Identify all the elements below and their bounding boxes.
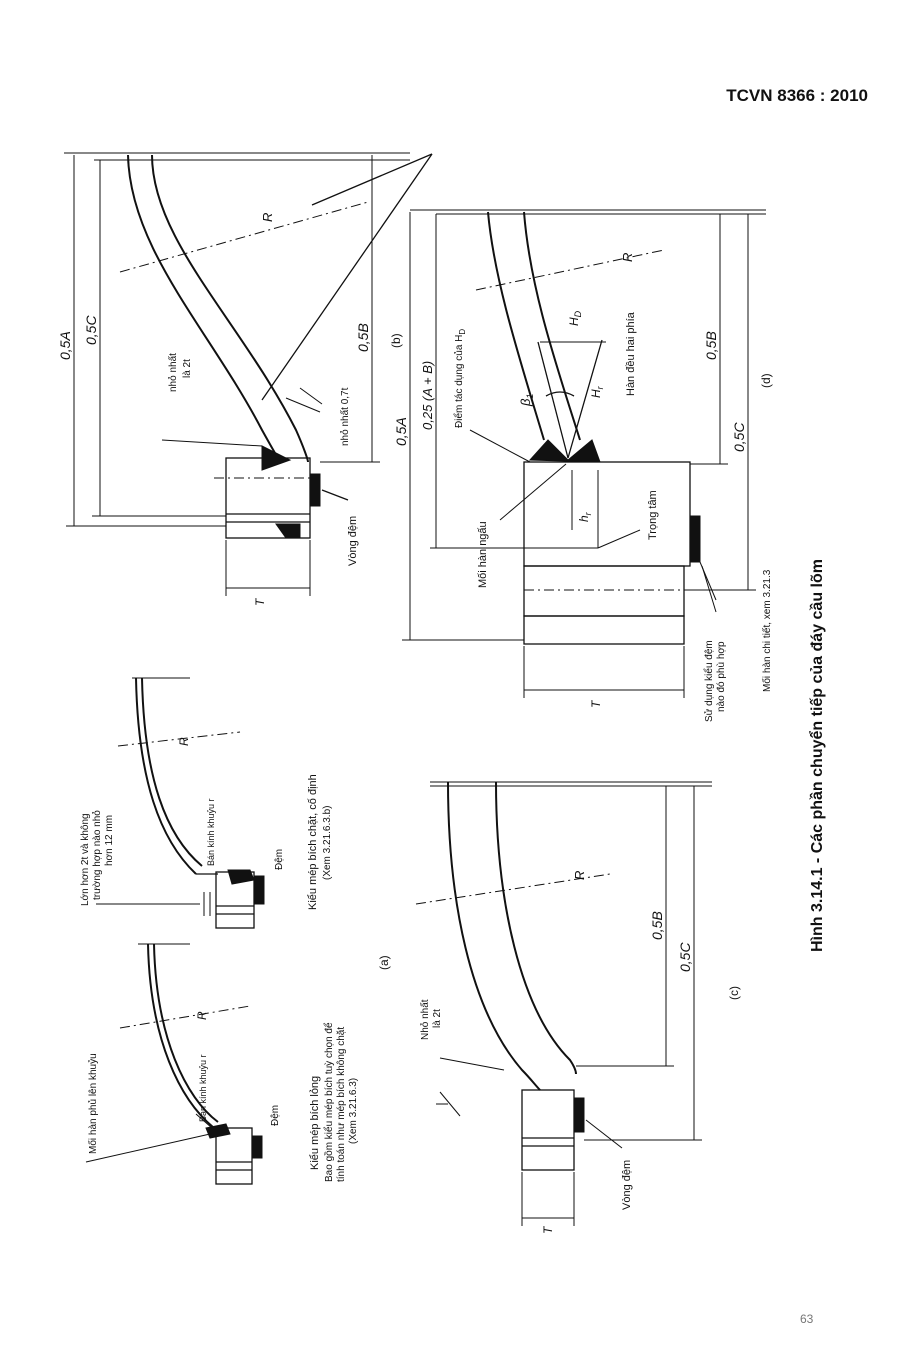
label-05A-d: 0,5A [393,417,409,446]
label-min-c-1: Nhỏ nhất [419,999,431,1040]
label-min-2t-1: nhỏ nhất [167,353,179,392]
panel-d: 0,5A 0,25 (A + B) Điểm tác dụng của HD H… [393,209,773,722]
label-min-c-2: là 2t [432,1009,443,1028]
label-knuckle-a1: Bán kính khuỷu r [198,1054,208,1122]
caption-a1-2: Bao gồm kiểu mép bích tuỳ chọn để [323,1022,335,1182]
figure-caption: Hình 3.14.1 - Các phần chuyển tiếp của đ… [808,559,826,952]
label-R-c: R [572,871,587,880]
label-HD: HD [567,310,583,326]
label-note-a2-2: trường hợp nào nhỏ [91,810,103,900]
caption-a2-2: (Xem 3.21.6.3.b) [322,806,333,880]
label-05C-c: 0,5C [677,942,693,972]
label-T-b: T [253,597,267,606]
label-ring-b: Vòng đệm [347,516,359,566]
label-note-a2-3: hơn 12 mm [104,815,115,866]
label-05B: 0,5B [355,323,371,352]
panel-tag-c: (c) [727,986,741,1000]
label-05A: 0,5A [57,331,73,360]
label-detail-weld: Mối hàn chi tiết, xem 3.21.3 [761,569,773,692]
label-pad-a2: Đệm [274,849,285,870]
label-05C: 0,5C [83,315,99,345]
panel-a: Mối hàn phủ lên khuỷu R Bán kính khuỷu r… [80,677,391,1185]
label-min-2t-2: là 2t [182,359,193,378]
label-T-d: T [589,699,603,708]
label-knuckle-a2: Bán kính khuỷu r [206,798,216,866]
panel-tag-b: (b) [389,333,403,348]
caption-a2-1: Kiểu mép bích chặt, cố định [307,774,319,910]
label-min-07t: nhỏ nhất 0,7t [339,387,351,446]
label-R-a1: R [195,1011,209,1020]
caption-a1-3: tính toán như mép bích không chặt [336,1027,347,1182]
label-hr: hr [577,511,593,522]
label-R-d: R [620,253,635,262]
panel-tag-a: (a) [377,955,391,970]
label-05B-c: 0,5B [649,911,665,940]
label-pad-note-1: Sử dụng kiểu đệm [703,640,715,722]
label-T-c: T [541,1225,555,1234]
panel-b: 0,5A 0,5C 0,5B R nhỏ nhất là 2t nhỏ nhất… [57,152,433,606]
label-centroid: Trọng tâm [647,490,659,540]
label-ring-c: Vòng đệm [621,1160,633,1210]
label-05C-d: 0,5C [731,422,747,452]
caption-a1-4: (Xem 3.21.6.3) [348,1078,359,1144]
label-point-HD: Điểm tác dụng của HD [453,329,467,428]
label-pad-note-2: nào đó phù hợp [716,641,727,712]
label-pad-a1: Đệm [270,1105,281,1126]
label-R-a2: R [177,737,191,746]
label-R: R [260,213,275,222]
label-even-weld: Hàn đều hai phía [625,311,637,396]
panel-tag-d: (d) [759,373,773,388]
label-beta: β1 [518,394,535,407]
label-note-a2-1: Lớn hơn 2t và không [80,813,91,906]
label-weld-note: Mối hàn phủ lên khuỷu [87,1053,99,1154]
panel-c: Nhỏ nhất là 2t R 0,5B 0,5C Vòng đệm T (c… [415,781,741,1234]
standard-code: TCVN 8366 : 2010 [726,86,868,105]
page-number: 63 [800,1312,814,1326]
label-Hr: Hr [589,385,605,398]
caption-a1-1: Kiểu mép bích lỏng [309,1076,321,1170]
label-05B-d: 0,5B [703,331,719,360]
label-025: 0,25 (A + B) [420,361,435,430]
label-root-weld: Mối hàn ngấu [477,521,489,588]
